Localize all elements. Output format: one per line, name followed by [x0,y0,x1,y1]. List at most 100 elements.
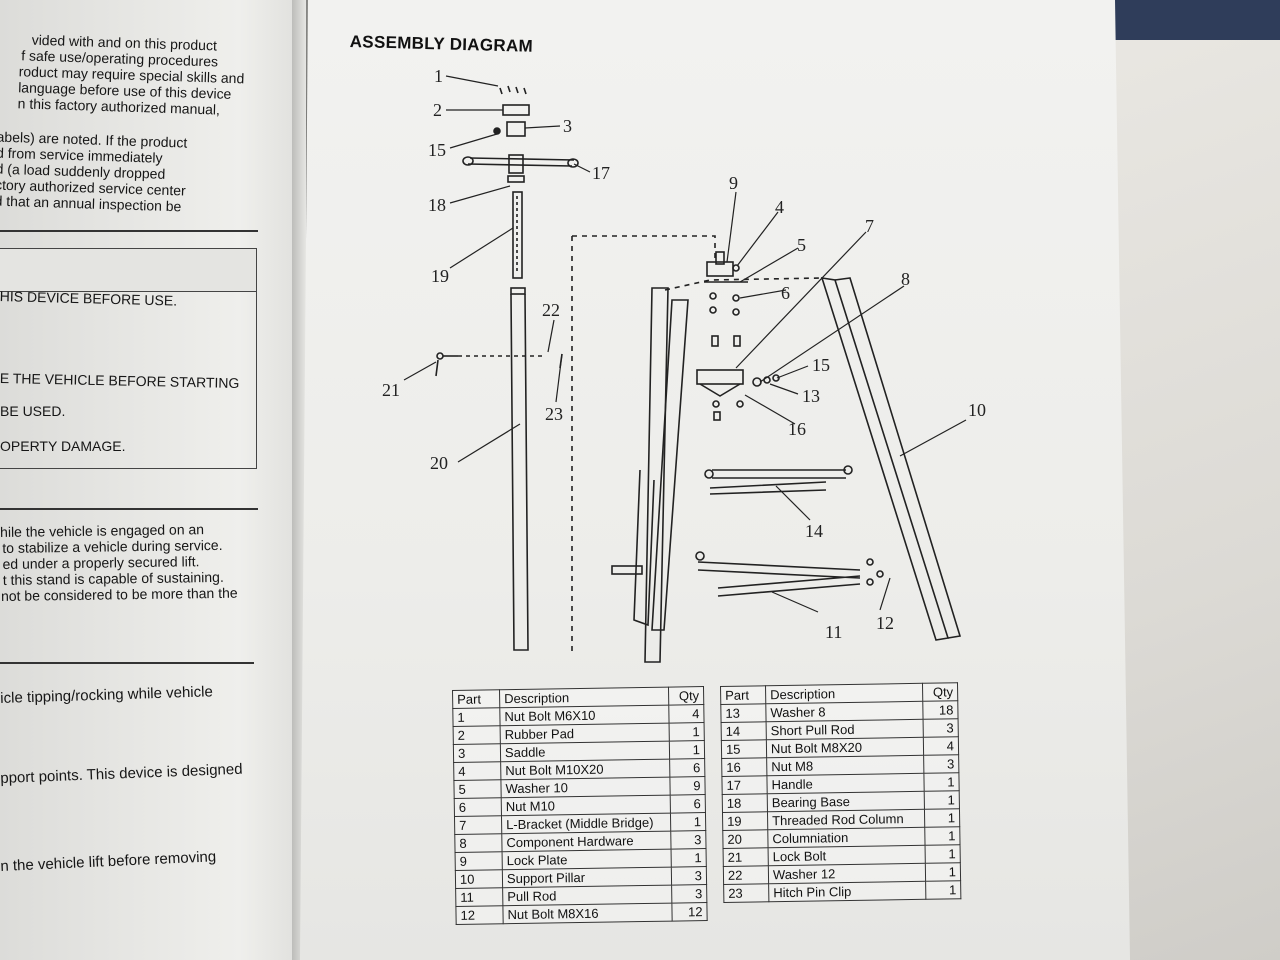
left-lines: vided with and on this product f safe us… [0,0,300,960]
callout-label: 17 [592,163,610,183]
qty-cell: 9 [669,776,706,796]
callout-label: 11 [825,622,843,642]
column-header-part: Part [452,689,500,709]
qty-cell: 1 [669,722,705,742]
description-cell: Hitch Pin Clip [768,881,926,902]
qty-cell: 3 [923,718,959,738]
qty-cell: 1 [925,862,961,882]
part-number-cell: 14 [721,721,767,741]
callout-label: 13 [802,386,820,406]
qty-cell: 1 [924,808,960,828]
callout-label: 9 [729,173,738,193]
callout-label: 7 [865,216,874,236]
handle-icon [462,154,579,183]
callout-label: 3 [563,116,572,136]
part-number-cell: 3 [453,743,501,763]
qty-cell: 1 [669,740,705,760]
qty-cell: 1 [924,790,960,810]
callout-label: 21 [382,380,400,400]
qty-cell: 4 [668,704,705,724]
left-rule [0,230,258,232]
part-number-cell: 21 [723,847,769,867]
callout-label: 18 [428,195,446,215]
callout-label: 14 [805,521,823,541]
part-number-cell: 11 [455,887,503,907]
qty-cell: 6 [670,794,706,814]
part-number-cell: 13 [720,703,767,723]
callout-label: 5 [797,235,806,255]
part-number-cell: 6 [454,797,502,817]
left-page-surface [0,0,300,960]
callout-label: 1 [434,66,443,86]
callout-label: 6 [781,283,790,303]
qty-cell: 1 [923,772,960,792]
qty-cell: 3 [671,884,707,904]
part-number-cell: 5 [453,779,502,799]
qty-cell: 6 [669,758,705,778]
qty-cell: 1 [671,848,707,868]
column-header-part: Part [720,685,766,705]
qty-cell: 3 [923,754,959,774]
part-number-cell: 7 [454,815,502,835]
qty-cell: 12 [671,902,708,922]
qty-cell: 18 [922,700,959,720]
qty-cell: 1 [924,826,961,846]
left-warning-box [0,290,257,469]
part-number-cell: 12 [455,905,504,925]
part-number-cell: 10 [455,869,503,889]
part-number-cell: 16 [721,757,767,777]
qty-cell: 3 [670,830,707,850]
column-header-qty: Qty [668,686,704,706]
left-text-line: OPERTY DAMAGE. [0,438,126,454]
qty-cell: 3 [671,866,707,886]
part-number-cell: 2 [453,725,501,745]
part-number-cell: 8 [454,833,503,853]
qty-cell: 1 [925,844,961,864]
support-pillar-left-icon [611,287,689,663]
part-number-cell: 19 [722,811,768,831]
left-rule [0,662,254,664]
callout-label: 12 [876,613,894,633]
callout-label: 20 [430,453,448,473]
column-icon [510,287,529,651]
support-pillar-right-icon [820,277,962,641]
lock-bolt-icon [435,352,563,377]
callout-label: 15 [428,140,446,160]
part-number-cell: 18 [722,793,768,813]
qty-cell: 4 [923,736,959,756]
callout-label: 10 [968,400,986,420]
part-number-cell: 17 [721,775,768,795]
callout-label: 22 [542,300,560,320]
callout-label: 2 [433,100,442,120]
part-number-cell: 20 [722,829,769,849]
left-text-line: BE USED. [0,403,66,419]
description-cell: Nut Bolt M8X16 [502,903,673,924]
callout-label: 4 [775,197,784,217]
left-box-header [0,248,257,292]
qty-cell: 1 [670,812,706,832]
part-number-cell: 9 [455,851,503,871]
leader-lines [403,75,967,613]
assembly-sheet [300,0,1130,960]
part-number-cell: 15 [721,739,767,759]
saddle-assembly-icon [493,85,530,137]
part-number-cell: 23 [723,883,769,903]
left-rule [0,508,258,510]
callout-label: 16 [788,419,806,439]
part-number-cell: 1 [452,707,501,727]
callout-label: 15 [812,355,830,375]
part-number-cell: 22 [723,865,769,885]
callout-label: 8 [901,269,910,289]
short-pull-rod-icon [704,465,853,495]
threaded-rod-icon [512,191,523,279]
callout-label: 23 [545,404,563,424]
part-number-cell: 4 [453,761,501,781]
callout-label: 19 [431,266,449,286]
